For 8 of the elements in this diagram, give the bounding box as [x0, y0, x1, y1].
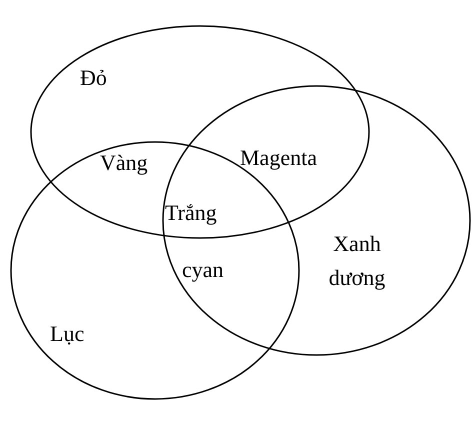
set-label: Đỏ: [80, 65, 107, 92]
set-label: Lục: [50, 321, 84, 348]
overlap-label: Trắng: [165, 200, 217, 226]
overlap-label: cyan: [182, 257, 224, 284]
set-label: Xanh dương: [328, 230, 386, 292]
overlap-label: Vàng: [100, 150, 148, 176]
venn-ellipse: [162, 85, 471, 356]
overlap-label: Magenta: [240, 145, 317, 172]
